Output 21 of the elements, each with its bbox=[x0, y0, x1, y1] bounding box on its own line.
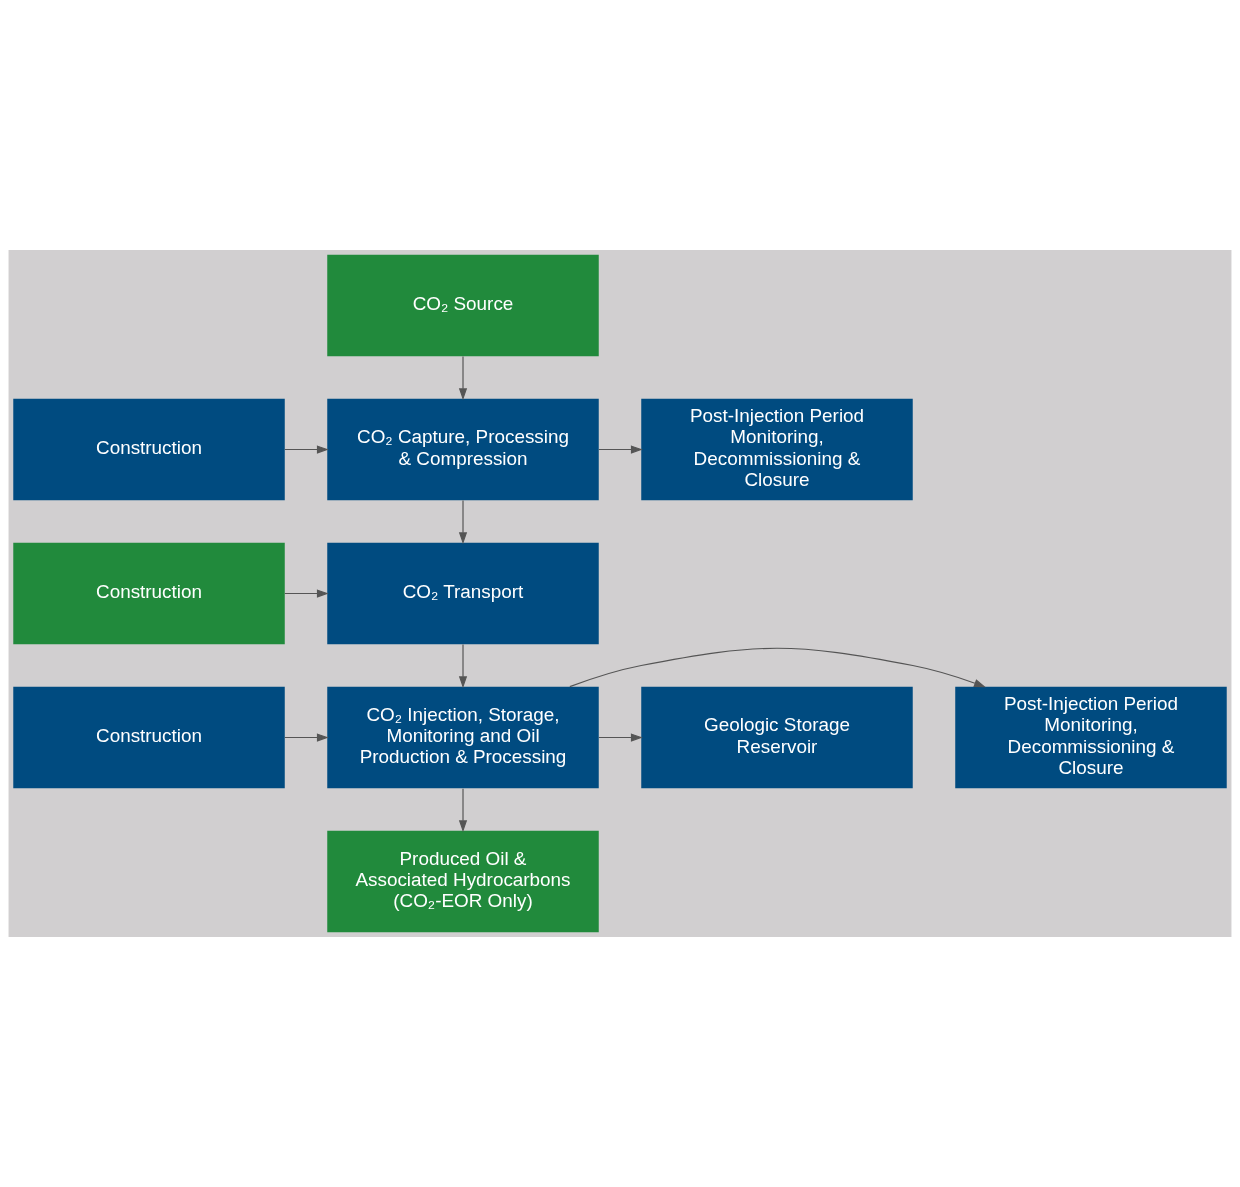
node-box: CO₂ Transport bbox=[327, 542, 599, 645]
node-box: Construction bbox=[13, 398, 285, 501]
node-box: CO₂ Injection, Storage, Monitoring and Oil Production & Processing bbox=[327, 686, 599, 789]
arrow bbox=[458, 356, 468, 401]
arrow bbox=[598, 445, 643, 454]
node-box: Post-Injection Period Monitoring, Decommissioning & Closure bbox=[955, 686, 1227, 789]
node-box: Post-Injection Period Monitoring, Decommissioning & Closure bbox=[641, 398, 913, 501]
arrow bbox=[458, 788, 468, 833]
node-box: Geologic Storage Reservoir bbox=[641, 686, 913, 789]
arrow bbox=[284, 589, 329, 598]
arrow bbox=[458, 500, 468, 545]
node-box: Construction bbox=[13, 686, 285, 789]
node-box: Produced Oil & Associated Hydrocarbons (CO₂-EOR Only) bbox=[327, 830, 599, 933]
arrow bbox=[569, 647, 986, 688]
arrow bbox=[598, 733, 643, 742]
arrow bbox=[458, 644, 468, 689]
node-box: CO₂ Source bbox=[327, 254, 599, 357]
node-box: Construction bbox=[13, 542, 285, 645]
arrow bbox=[284, 445, 329, 454]
node-box: CO₂ Capture, Processing & Compression bbox=[327, 398, 599, 501]
arrow bbox=[284, 733, 329, 742]
